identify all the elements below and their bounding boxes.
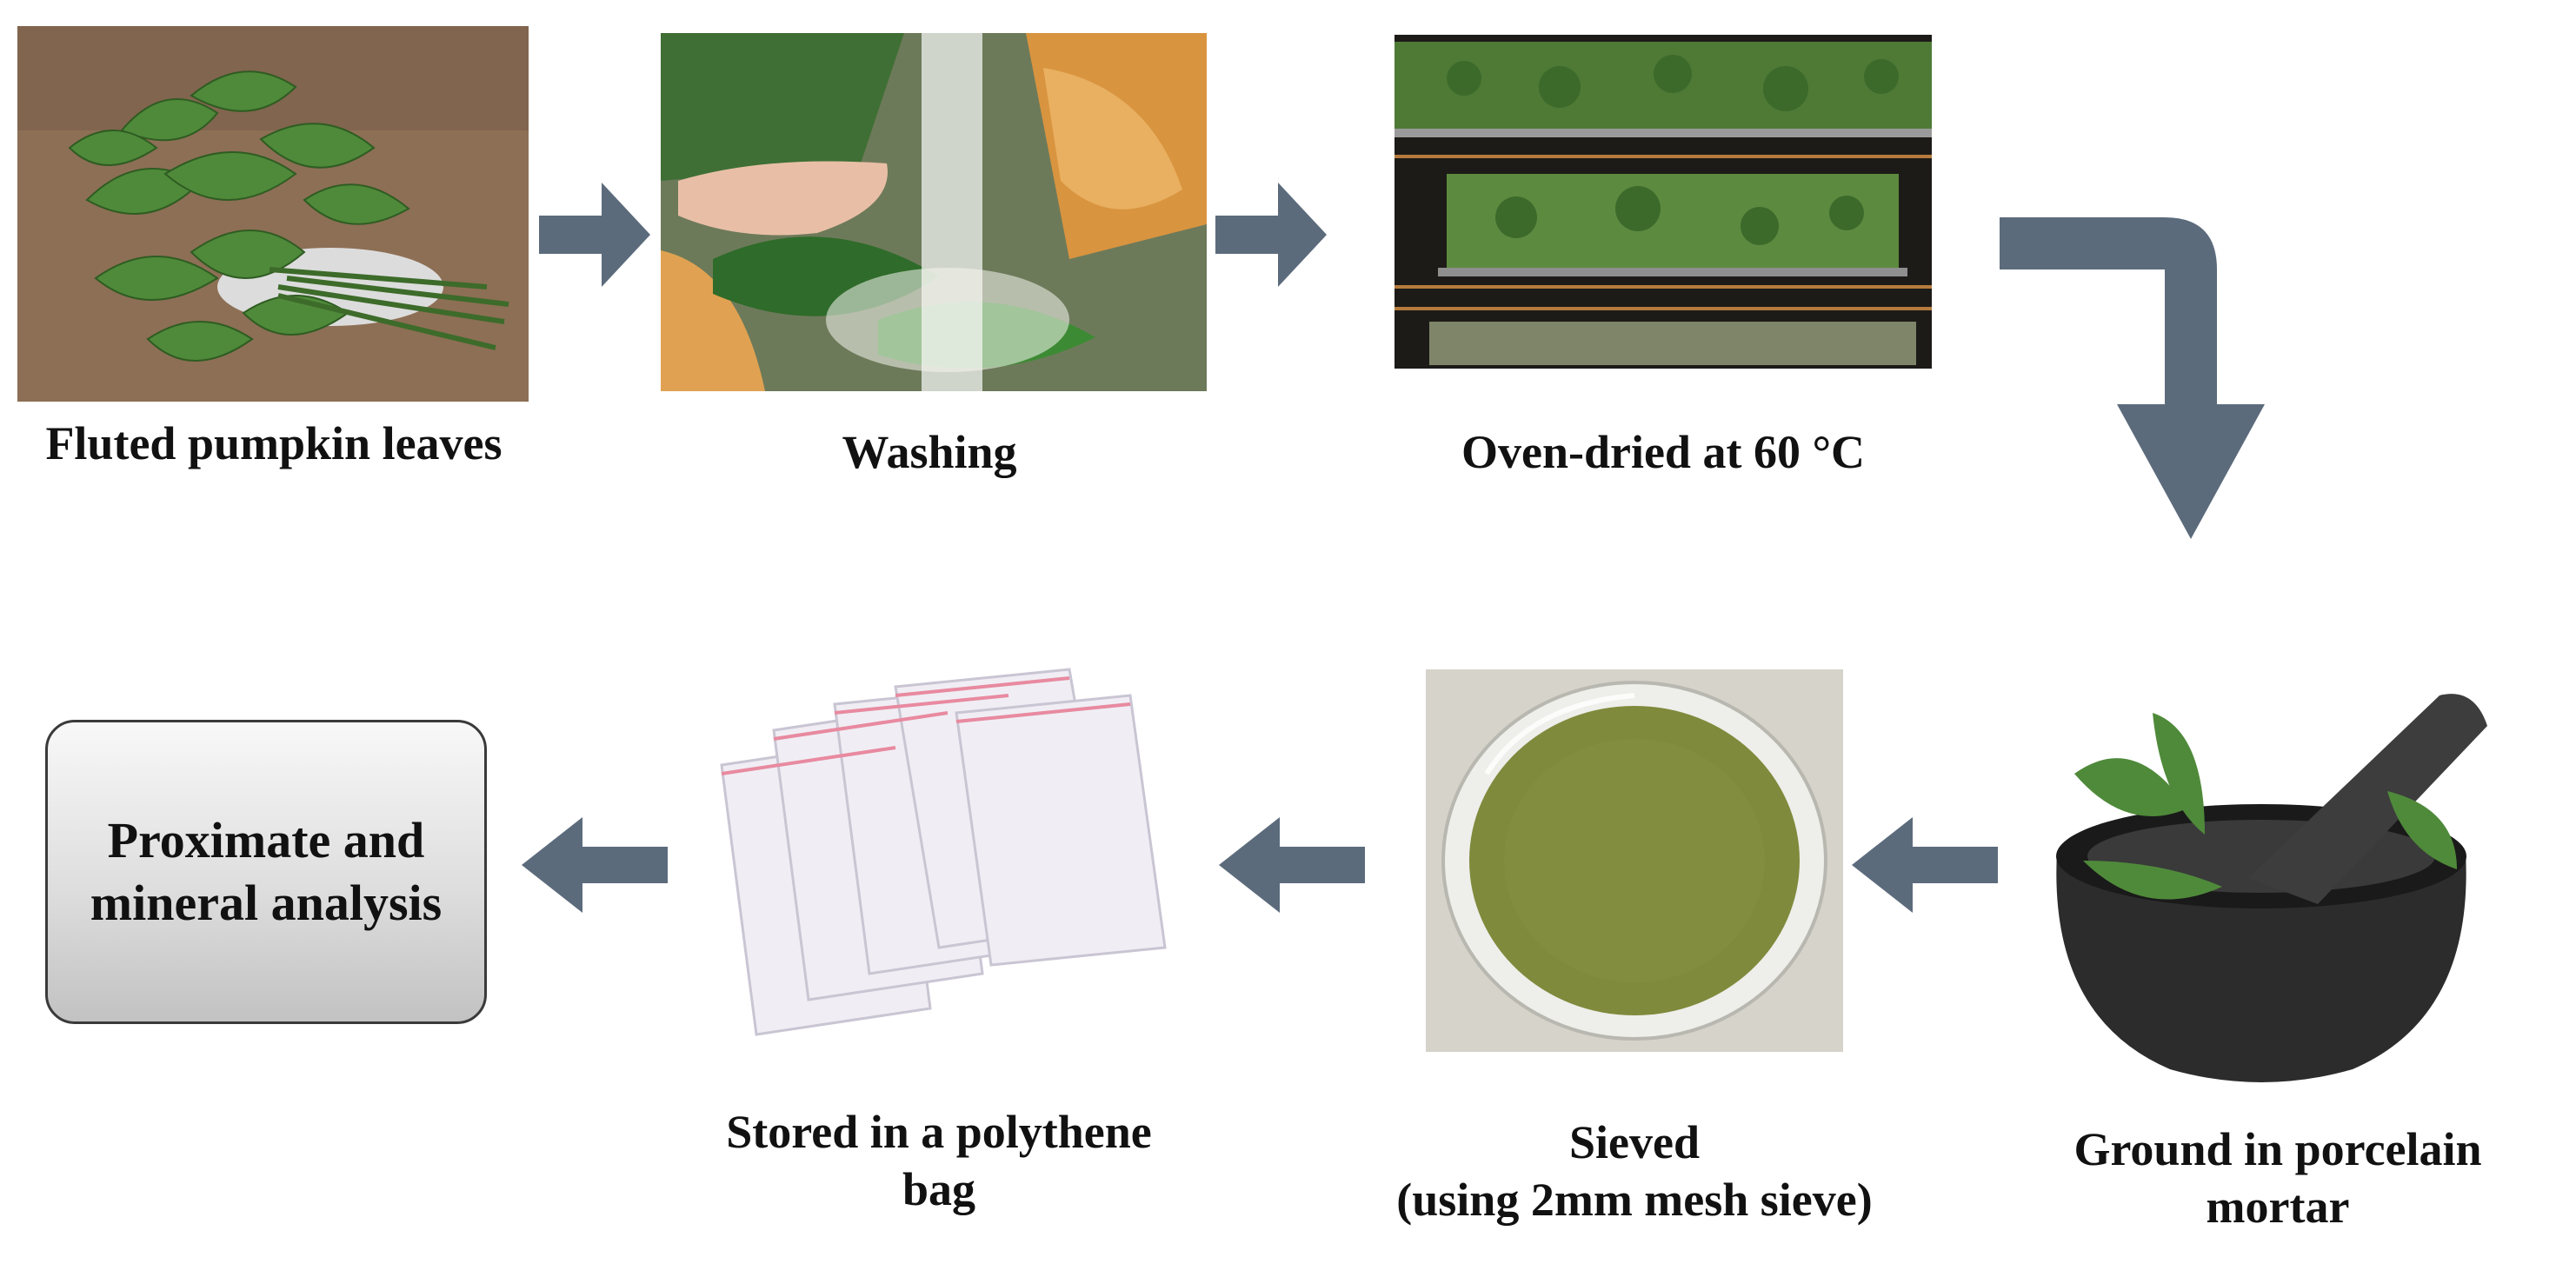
polythene-bags-photo xyxy=(713,661,1174,1043)
left-arrow-icon xyxy=(522,817,668,913)
step-label-washing: Washing xyxy=(842,426,1017,478)
right-arrow-icon xyxy=(1215,183,1327,287)
sieved-powder-photo xyxy=(1426,669,1843,1052)
washing-photo xyxy=(661,33,1207,391)
step-label-ground: Ground in porcelain mortar xyxy=(2073,1123,2482,1233)
step-label-fluted-pumpkin-leaves: Fluted pumpkin leaves xyxy=(45,417,503,469)
step-label-stored: Stored in a polythene bag xyxy=(726,1106,1152,1215)
mortar-pestle-photo xyxy=(2005,661,2518,1113)
left-arrow-icon xyxy=(1219,817,1365,913)
right-arrow-icon xyxy=(539,183,650,287)
fresh-leaves-photo xyxy=(17,26,529,402)
left-arrow-icon xyxy=(1852,817,1998,913)
final-step-label: Proximate and mineral analysis xyxy=(90,811,443,932)
oven-trays-photo xyxy=(1395,35,1932,369)
elbow-down-arrow-icon xyxy=(2000,217,2313,539)
final-step-box: Proximate and mineral analysis xyxy=(45,720,487,1024)
step-label-sieved: Sieved (using 2mm mesh sieve) xyxy=(1396,1116,1873,1226)
step-label-oven-dried: Oven-dried at 60 °C xyxy=(1461,426,1866,478)
